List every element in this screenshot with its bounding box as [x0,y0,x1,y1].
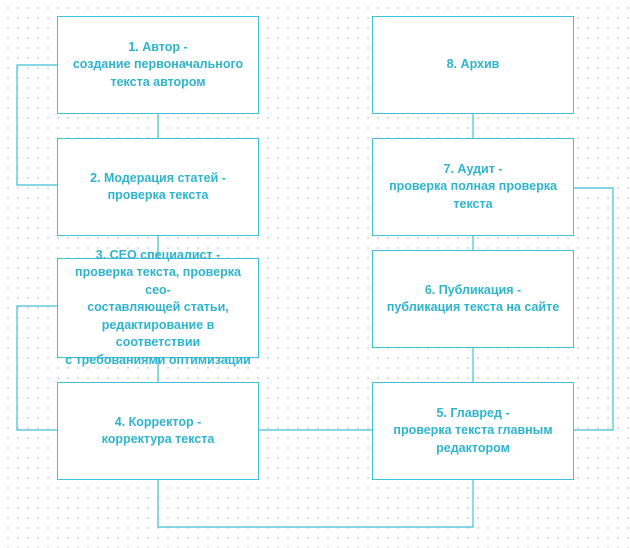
connector-4-5-bottom [157,480,474,528]
step-7-audit-box: 7. Аудит - проверка полная проверка текс… [372,138,574,236]
step-6-label: 6. Публикация - публикация текста на сай… [386,282,560,315]
connector-5-7-loop [574,187,614,431]
step-8-label: 8. Архив [446,57,500,72]
connector-2-1-loop [16,64,57,186]
step-1-author-box: 1. Автор - создание первоначального текс… [57,16,259,114]
connector-4-3-loop [16,305,57,431]
step-4-proofreader-box: 4. Корректор - корректура текста [57,382,259,480]
step-8-archive-box: 8. Архив [372,16,574,114]
step-6-publication-box: 6. Публикация - публикация текста на сай… [372,250,574,348]
step-7-label: 7. Аудит - проверка полная проверка текс… [389,161,557,211]
step-3-label: 3. СЕО специалист - проверка текста, про… [65,247,251,367]
step-2-moderation-box: 2. Модерация статей - проверка текста [57,138,259,236]
step-5-label: 5. Главред - проверка текста главным ред… [393,405,553,455]
step-5-chief-editor-box: 5. Главред - проверка текста главным ред… [372,382,574,480]
step-3-seo-box: 3. СЕО специалист - проверка текста, про… [57,248,259,367]
step-1-label: 1. Автор - создание первоначального текс… [72,39,244,89]
step-4-label: 4. Корректор - корректура текста [101,414,215,447]
step-2-label: 2. Модерация статей - проверка текста [90,170,226,203]
